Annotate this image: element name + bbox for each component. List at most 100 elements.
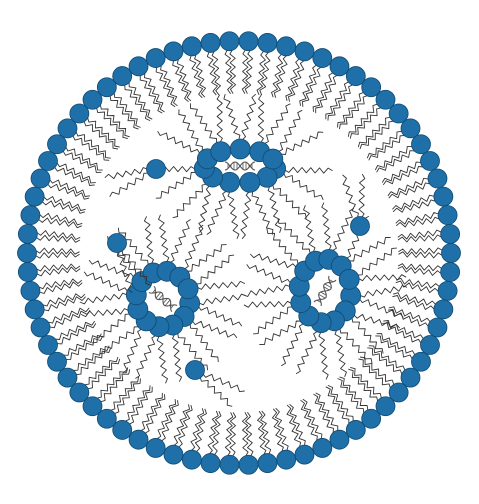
membrane-lipid-tail (41, 200, 86, 214)
micelle-lipid-tail (195, 254, 235, 285)
micelle-heads (193, 138, 286, 193)
membrane-lipid-tail (75, 131, 111, 159)
micelle-lipid-tail (172, 183, 208, 219)
free-headgroup (146, 159, 166, 179)
membrane-lipid-tail (56, 323, 97, 345)
membrane-headgroup (47, 351, 67, 372)
free-lipid-tail (358, 173, 366, 219)
membrane-lipid-tail (194, 53, 207, 98)
micelle-lipid-tail (358, 298, 404, 318)
membrane-headgroup (69, 382, 90, 403)
micelle-lipid-tail (216, 94, 223, 143)
membrane-lipid-tail (47, 183, 90, 200)
membrane-headgroup (437, 280, 458, 301)
membrane-lipid-tail (257, 410, 267, 456)
membrane-headgroup (96, 77, 117, 98)
membrane-lipid-tail (368, 345, 406, 371)
membrane-lipid-tail (397, 263, 443, 272)
membrane-lipid-tail (124, 84, 151, 122)
dna-base-pair (155, 292, 158, 295)
micelle-lipid-tail (253, 306, 293, 335)
micelle-lipid-tail (357, 247, 397, 276)
membrane-lipid-tail (273, 54, 288, 98)
membrane-headgroup (400, 367, 421, 388)
membrane-headgroup (427, 317, 448, 338)
micelle-lipid-tail (321, 202, 332, 251)
membrane-headgroup (112, 420, 133, 440)
membrane-lipid-tail (35, 251, 80, 259)
micelle-lipid-tail (206, 190, 228, 235)
dna-base-pair (318, 293, 326, 299)
free-lipid (104, 159, 166, 198)
membrane-lipid-tail (396, 277, 440, 289)
micelle-lipid-tail (249, 253, 297, 269)
membrane-lipid-tail (374, 145, 413, 171)
free-lipid (185, 360, 245, 407)
membrane-lipid-tail (244, 49, 254, 94)
free-headgroup (107, 233, 127, 253)
membrane-lipid-tail (397, 229, 442, 240)
membrane-headgroup (128, 56, 149, 77)
membrane-lipid-tail (382, 166, 424, 186)
micelle-lipid-tail (196, 280, 246, 290)
membrane-lipid-tail (241, 49, 249, 94)
membrane-lipid-tail (36, 266, 81, 277)
membrane-headgroup (440, 262, 461, 282)
dna-base-pair (320, 291, 327, 296)
membrane-headgroup (38, 335, 58, 355)
membrane-lipid-tail (178, 404, 193, 448)
membrane-lipid-tail (99, 104, 130, 138)
membrane-headgroup (69, 103, 90, 124)
membrane-headgroup (441, 243, 461, 263)
membrane-headgroup (294, 444, 315, 465)
dna-base-pair (328, 279, 334, 283)
membrane-lipid-tail (271, 408, 284, 453)
free-lipid-tail (199, 376, 233, 407)
membrane-lipid-tail (39, 281, 83, 294)
membrane-lipid-tail (224, 412, 234, 457)
membrane-headgroup (38, 151, 58, 171)
micelle-lipid-tail (295, 330, 319, 375)
dna-base-pair (323, 286, 330, 291)
membrane-headgroup (57, 367, 78, 388)
membrane-lipid-tail (72, 345, 110, 371)
membrane-lipid-tail (299, 64, 317, 106)
micelle-headgroup (338, 268, 360, 290)
membrane-lipid-tail (358, 358, 391, 389)
micelle-lipid-tail (246, 264, 292, 284)
free-lipid (107, 233, 151, 293)
micelle-lipid-tail (158, 214, 170, 263)
membrane-headgroup (312, 438, 333, 458)
micelle-lipid-tail (283, 172, 324, 200)
membrane-lipid-tail (395, 216, 440, 228)
membrane-lipid-tail (350, 366, 382, 399)
membrane-headgroup (145, 48, 166, 68)
micelle-lipid-tail (303, 205, 316, 253)
free-lipid-tail (342, 174, 359, 219)
membrane-headgroup (329, 56, 350, 77)
membrane-headgroup (375, 396, 396, 417)
membrane-lipid-tail (229, 49, 237, 94)
membrane-lipid-tail (160, 64, 178, 107)
free-lipid (342, 173, 370, 236)
micelle-lipid-tail (157, 130, 201, 155)
membrane-lipid-tail (38, 278, 83, 290)
membrane-lipid-tail (348, 368, 379, 402)
membrane-lipid-tail (301, 66, 322, 107)
micelle-lipid-tail (318, 331, 329, 380)
membrane-lipid-tail (302, 398, 323, 440)
membrane-lipid-tail (312, 72, 334, 112)
reverse-micelles-layer (79, 93, 408, 384)
membrane-lipid-tail (241, 412, 249, 457)
micelle-lipid-tail (353, 313, 401, 329)
membrane-lipid-tail (392, 295, 435, 310)
micelle-lipid-tail (277, 109, 303, 153)
membrane-lipid-tail (87, 117, 120, 148)
micelle-lipid-tail (280, 323, 304, 367)
dna-base-pair (151, 289, 156, 294)
membrane-lipid-tail (387, 177, 429, 197)
micelle-lipid-tail (266, 228, 299, 265)
membrane-lipid-tail (173, 404, 190, 447)
micelle-lipid-tail (243, 300, 293, 308)
membrane-lipid-tail (259, 51, 271, 96)
